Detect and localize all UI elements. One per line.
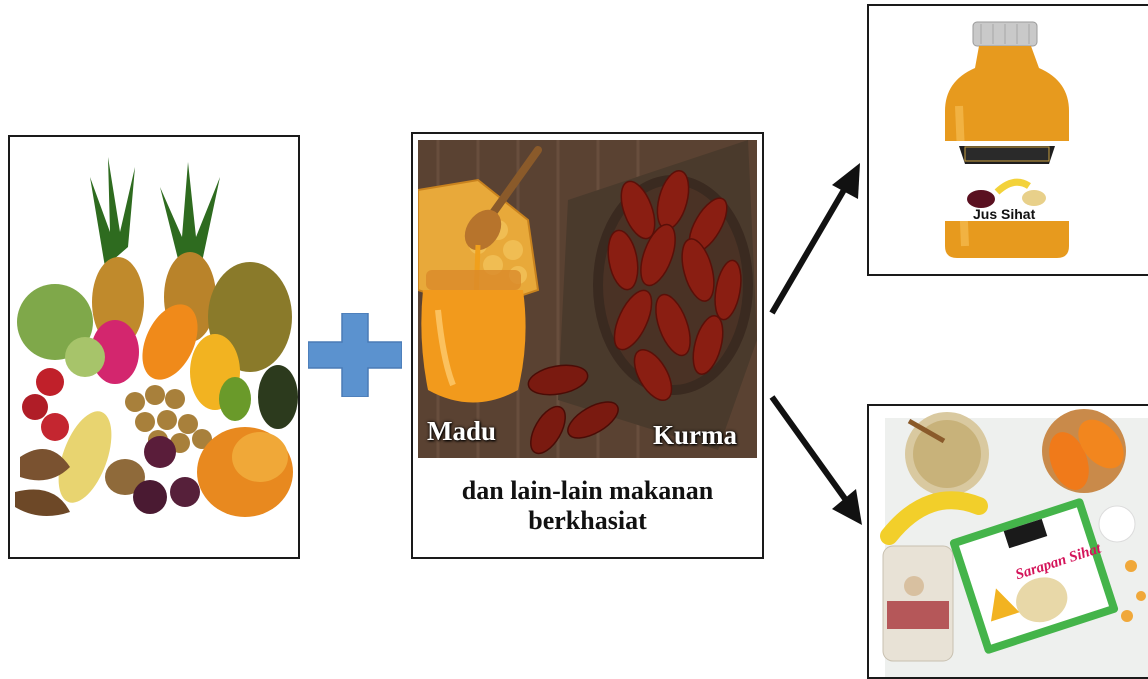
tropical-fruits-image	[10, 137, 298, 557]
caption: dan lain-lain makanan berkhasiat	[413, 476, 762, 536]
arrow-up-right-icon	[760, 155, 870, 325]
arrow-down-right-icon	[760, 385, 870, 535]
caption-line-1: dan lain-lain makanan	[413, 476, 762, 506]
caption-line-2: berkhasiat	[413, 506, 762, 536]
juice-bottle-image	[869, 6, 1148, 274]
plus-icon	[308, 313, 402, 397]
juice-bottle-box: Jus Sihat	[867, 4, 1148, 276]
honey-dates-box: Madu Kurma dan lain-lain makanan berkhas…	[411, 132, 764, 559]
fruit-photo-box	[8, 135, 300, 559]
breakfast-image	[869, 406, 1148, 677]
juice-label: Jus Sihat	[973, 206, 1035, 222]
honey-dates-image	[418, 140, 757, 458]
breakfast-box: Sarapan Sihat	[867, 404, 1148, 679]
honey-label: Madu	[427, 416, 496, 447]
dates-label: Kurma	[653, 420, 737, 451]
